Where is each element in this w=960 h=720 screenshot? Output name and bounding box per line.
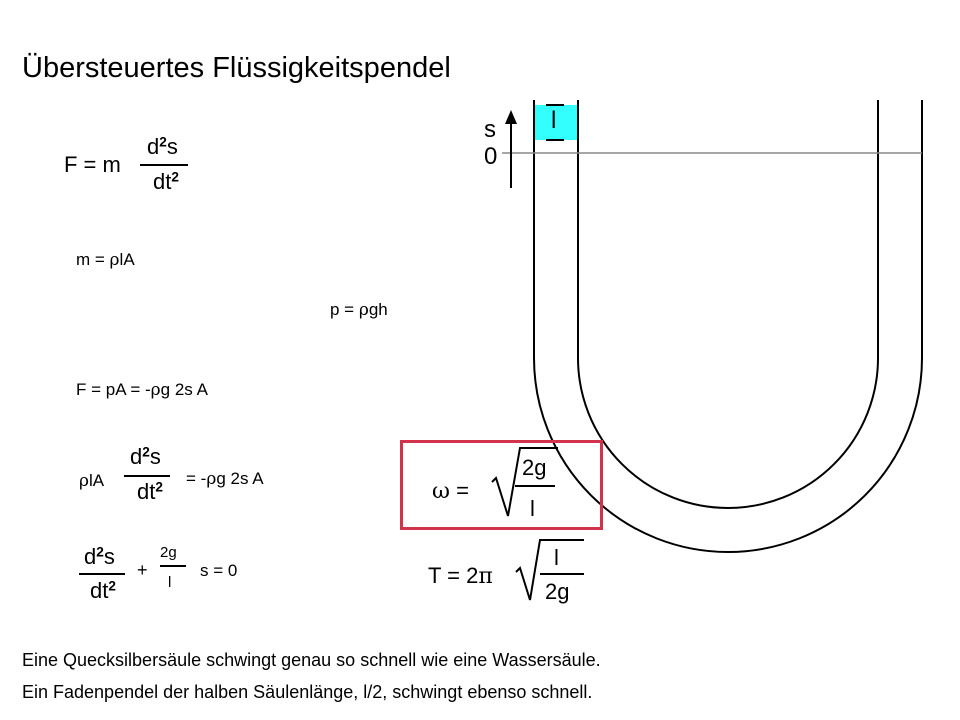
page-title: Übersteuertes Flüssigkeitspendel (22, 52, 451, 84)
footer-line-2: Ein Fadenpendel der halben Säulenlänge, … (22, 682, 593, 702)
pressure-equation: p = ρgh (330, 300, 388, 320)
motion-fraction-bar (124, 475, 170, 477)
omega-highlight-box (400, 440, 603, 530)
newton-numerator: d2s (147, 134, 178, 159)
ode-coeff-denominator: l (168, 574, 172, 591)
period-radical-sign (515, 539, 584, 601)
motion-numerator: d2s (130, 444, 161, 469)
ode-coeff-numerator: 2g (160, 544, 177, 561)
ode-coeff-bar (160, 565, 186, 567)
omega-numerator: 2g (522, 455, 547, 480)
force-equation: F = pA = -ρg 2s A (76, 380, 208, 400)
motion-denominator: dt2 (137, 479, 163, 504)
ode-tail: s = 0 (200, 561, 238, 580)
motion-rhs: = -ρg 2s A (186, 469, 264, 489)
axis-label-s: s (484, 116, 496, 143)
ode-denominator: dt2 (90, 578, 116, 603)
period-numerator: l (554, 545, 559, 570)
omega-denominator: l (530, 496, 535, 521)
motion-lhs: ρlA (79, 471, 105, 491)
column-label: l (551, 107, 557, 134)
ode-numerator: d2s (84, 544, 115, 569)
tube-inner-wall (577, 100, 879, 509)
s-axis-arrowhead (505, 110, 517, 124)
omega-fraction-bar (515, 485, 555, 487)
newton-lhs: F = m (64, 152, 121, 177)
omega-radical-sign (491, 447, 558, 517)
newton-fraction-bar (140, 164, 188, 166)
period-lhs: T = 2π (428, 563, 493, 589)
period-fraction-bar (540, 573, 584, 575)
newton-denominator: dt2 (153, 169, 179, 194)
period-denominator: 2g (545, 579, 570, 604)
footer-line-1: Eine Quecksilbersäule schwingt genau so … (22, 650, 601, 670)
ode-fraction-bar (79, 573, 125, 575)
ode-plus: + (137, 560, 148, 580)
omega-lhs: ω = (432, 478, 469, 504)
mass-equation: m = ρlA (76, 250, 135, 270)
fluid-column (534, 105, 578, 140)
axis-label-zero: 0 (484, 143, 498, 170)
